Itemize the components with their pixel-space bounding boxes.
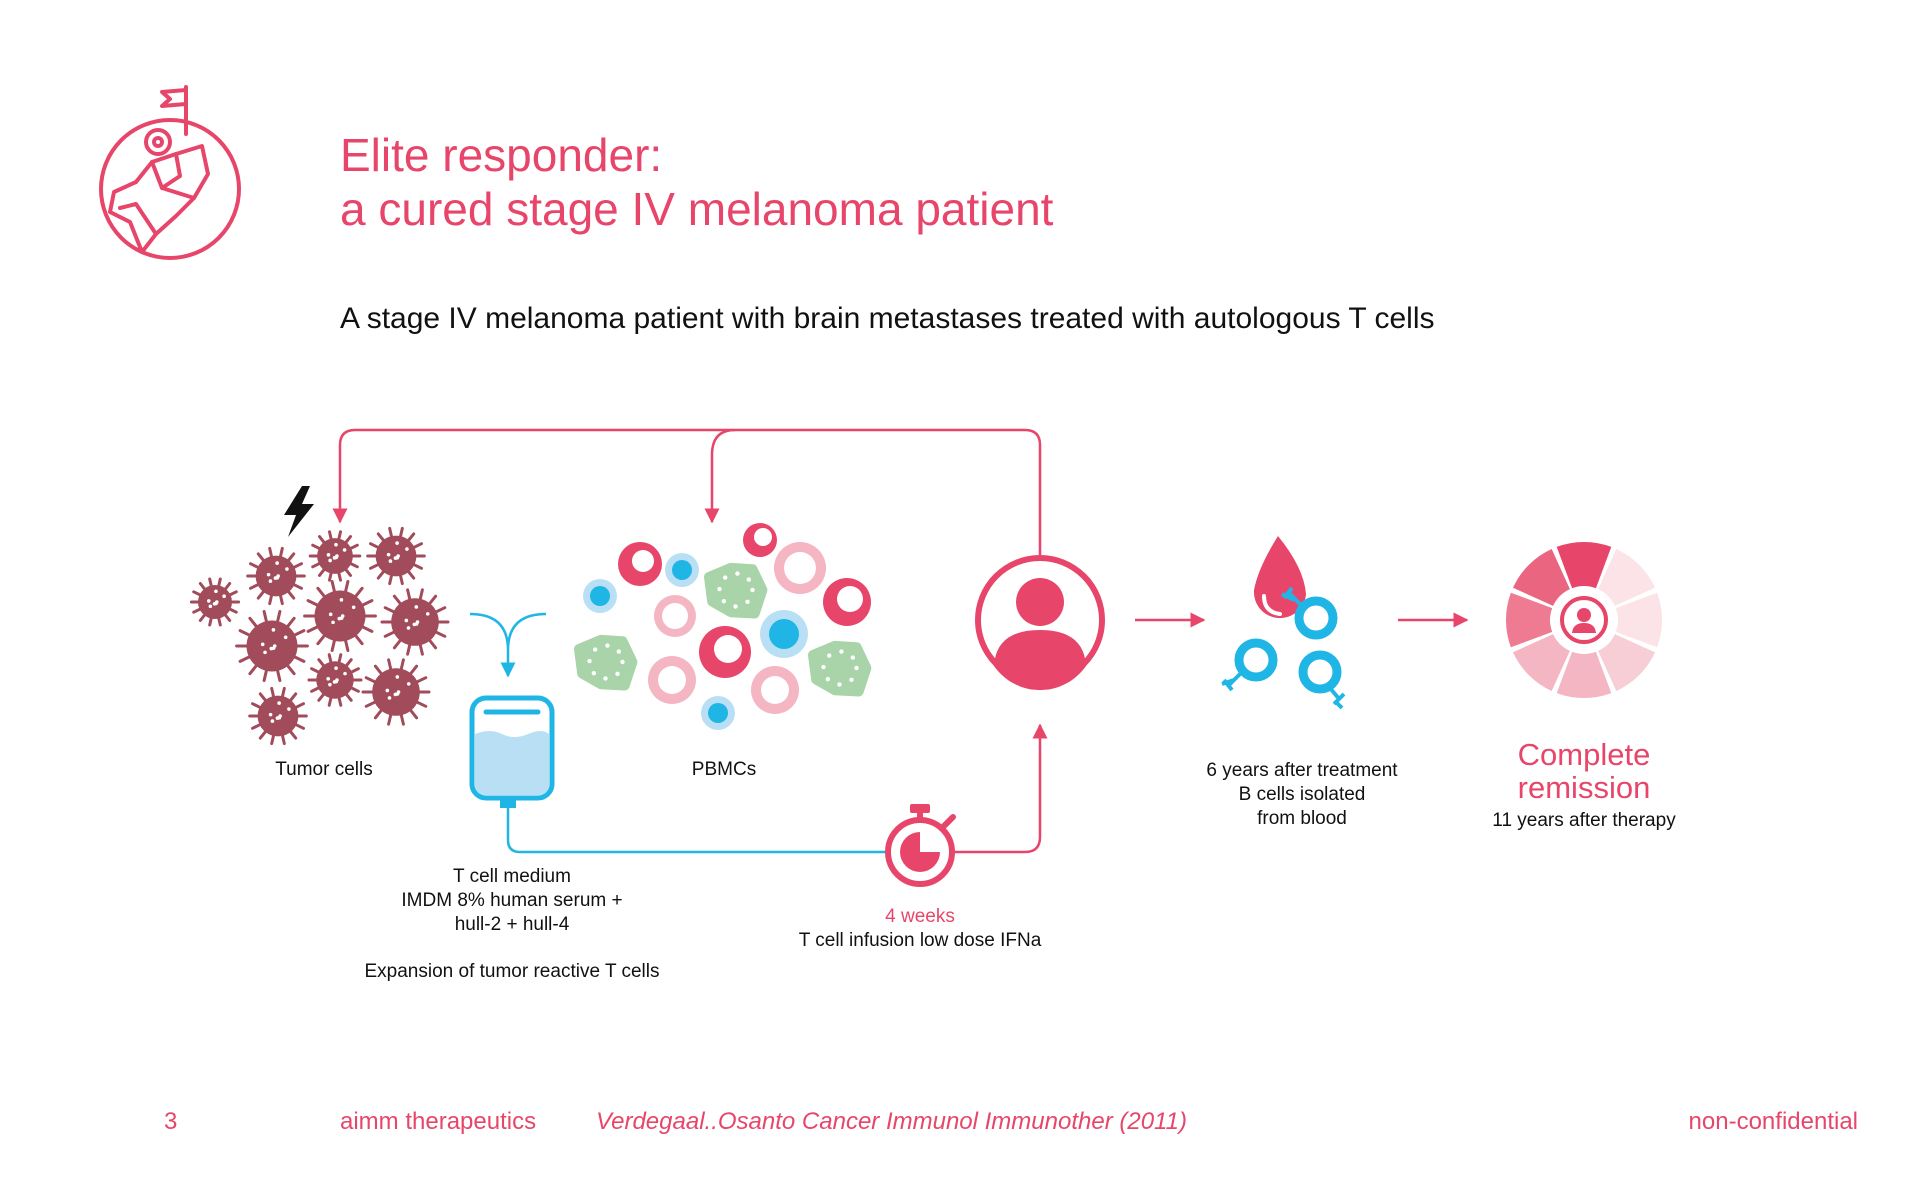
pbmc-cell [618, 542, 662, 586]
page-title: Elite responder: a cured stage IV melano… [340, 128, 1053, 236]
wheel-person-body [1572, 623, 1596, 633]
pbmc-cell [823, 578, 871, 626]
expansion-label: Expansion of tumor reactive T cells [365, 961, 660, 982]
tumor-cell [361, 658, 431, 726]
wheel-segment [1615, 592, 1663, 648]
tumor-cell [246, 546, 306, 606]
pbmc-cells-group [574, 523, 872, 730]
remission-wheel-icon [1505, 541, 1663, 699]
tumor-cell [235, 610, 309, 682]
lightning-icon [284, 486, 314, 537]
loop-to-pbmc-arrow [704, 428, 736, 524]
remission-label-2: remission [1518, 770, 1651, 805]
tumor-cells-group [189, 526, 450, 746]
medium-label-2: IMDM 8% human serum + [401, 890, 622, 911]
remission-sublabel: 11 years after therapy [1492, 810, 1676, 831]
pbmc-cell [743, 523, 777, 557]
patient-icon [975, 555, 1105, 691]
blood-drop-icon [1253, 536, 1306, 619]
medium-label-3: hull-2 + hull-4 [455, 914, 570, 935]
remission-label-1: Complete [1518, 737, 1651, 772]
pbmc-cell [654, 595, 696, 637]
pbmc-cell [774, 542, 826, 594]
pbmc-cell [751, 666, 799, 714]
bcell-label-1: 6 years after treatment [1206, 760, 1398, 781]
pbmc-cell [583, 579, 617, 613]
stopwatch-icon [885, 804, 956, 887]
iv-bag-icon [469, 695, 555, 808]
pbmc-cell [574, 634, 638, 691]
wheel-person-head [1577, 608, 1591, 622]
company-name: aimm therapeutics [340, 1108, 537, 1135]
duration-label: 4 weeks [885, 906, 955, 927]
pbmc-cell [704, 562, 768, 619]
tumor-cell [189, 577, 241, 627]
infusion-to-patient-arrow [950, 723, 1048, 854]
tumor-cell [303, 580, 377, 652]
infusion-label: T cell infusion low dose IFNa [799, 930, 1042, 951]
wheel-segment [1598, 549, 1655, 606]
bcell-label-3: from blood [1257, 808, 1347, 829]
logo [99, 85, 241, 260]
tumor-cell [380, 588, 450, 656]
pbmc-label: PBMCs [692, 759, 756, 780]
wheel-segment [1505, 592, 1553, 648]
bcell-label-2: B cells isolated [1239, 784, 1366, 805]
wheel-segment [1598, 634, 1655, 691]
tumor-label: Tumor cells [275, 759, 372, 780]
medium-label-1: T cell medium [453, 866, 571, 887]
wheel-segment [1556, 541, 1612, 589]
page-number: 3 [164, 1108, 178, 1135]
pbmc-cell [701, 696, 735, 730]
pbmc-cell [665, 553, 699, 587]
pbmc-cell [648, 656, 696, 704]
confidentiality: non-confidential [1688, 1108, 1858, 1135]
title-line-2: a cured stage IV melanoma patient [340, 183, 1054, 235]
tumor-cell [366, 526, 426, 586]
wheel-segment [1513, 634, 1570, 691]
merge-arrow [469, 612, 547, 676]
tumor-cell [248, 686, 308, 746]
bag-to-infusion-line [506, 800, 888, 854]
pbmc-cell [699, 626, 751, 678]
pbmc-cell [808, 640, 872, 697]
b-cell-icon [1221, 586, 1346, 710]
reference: Verdegaal..Osanto Cancer Immunol Immunot… [596, 1108, 1187, 1135]
wheel-segment [1556, 651, 1612, 699]
page-subtitle: A stage IV melanoma patient with brain m… [340, 302, 1435, 335]
title-line-1: Elite responder: [340, 129, 663, 181]
tumor-cell [307, 653, 363, 707]
carousel-horse-icon [99, 85, 241, 260]
loop-to-tumor-arrow [332, 428, 1042, 555]
wheel-segment [1513, 549, 1570, 606]
tumor-cell [308, 530, 362, 582]
pbmc-cell [760, 610, 808, 658]
